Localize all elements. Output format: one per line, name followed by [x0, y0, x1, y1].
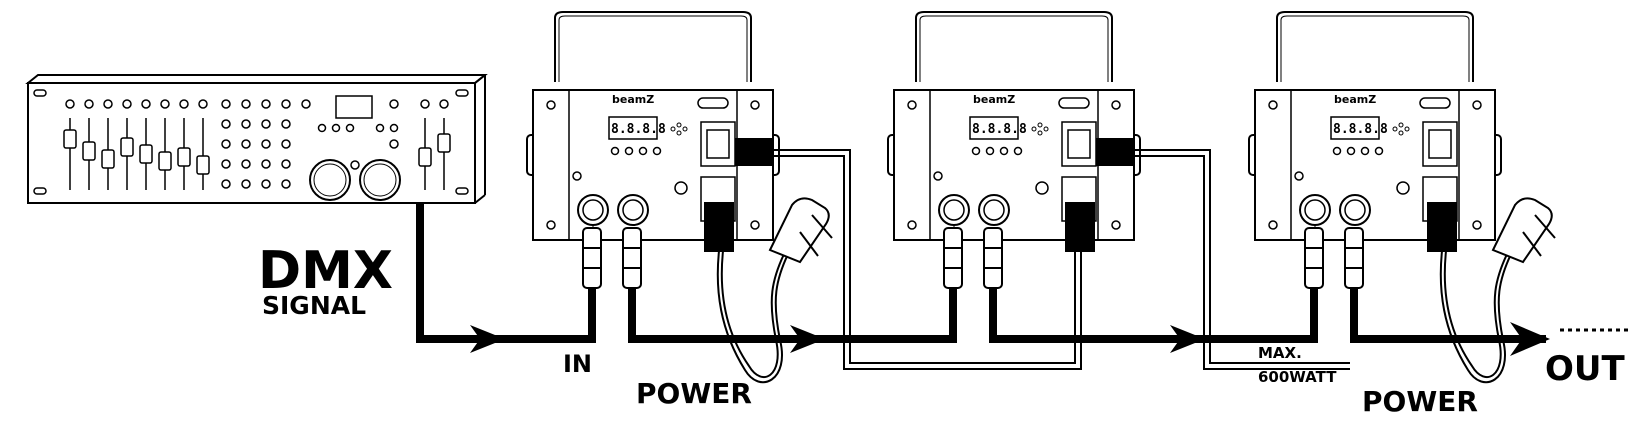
schuko-plug-left: [768, 197, 833, 264]
fixture-1-display: 8.8.8.8: [611, 122, 666, 137]
label-max-watt: 600WATT: [1258, 368, 1337, 386]
fixture-1-text: beamZ 8.8.8.8: [611, 93, 666, 137]
label-signal: SIGNAL: [262, 291, 366, 320]
label-dmx: DMX: [258, 241, 393, 301]
label-power-left: POWER: [636, 377, 752, 410]
label-out: OUT: [1545, 349, 1626, 389]
fixture-3-display: 8.8.8.8: [1333, 122, 1388, 137]
signal-arrows: [470, 322, 1550, 356]
power-link-cable: [770, 149, 1350, 370]
fixture-1-brand: beamZ: [612, 93, 654, 106]
label-max: MAX.: [1258, 344, 1302, 362]
label-in: IN: [563, 350, 592, 378]
xlr-plugs: [582, 227, 1364, 289]
fixture-2-text: beamZ 8.8.8.8: [972, 93, 1027, 137]
mains-cable-left: [716, 249, 791, 384]
fixture-3-brand: beamZ: [1334, 93, 1376, 106]
fixture-2-display: 8.8.8.8: [972, 122, 1027, 137]
schuko-plug-right: [1491, 197, 1556, 264]
power-connectors: [704, 138, 1457, 252]
dmx-signal-path: [416, 203, 1546, 343]
fixture-2-brand: beamZ: [973, 93, 1015, 106]
fixture-3-text: beamZ 8.8.8.8: [1333, 93, 1388, 137]
dmx-controller: [25, 74, 488, 204]
mains-cable-right: [1439, 249, 1514, 384]
label-power-right: POWER: [1362, 385, 1478, 418]
